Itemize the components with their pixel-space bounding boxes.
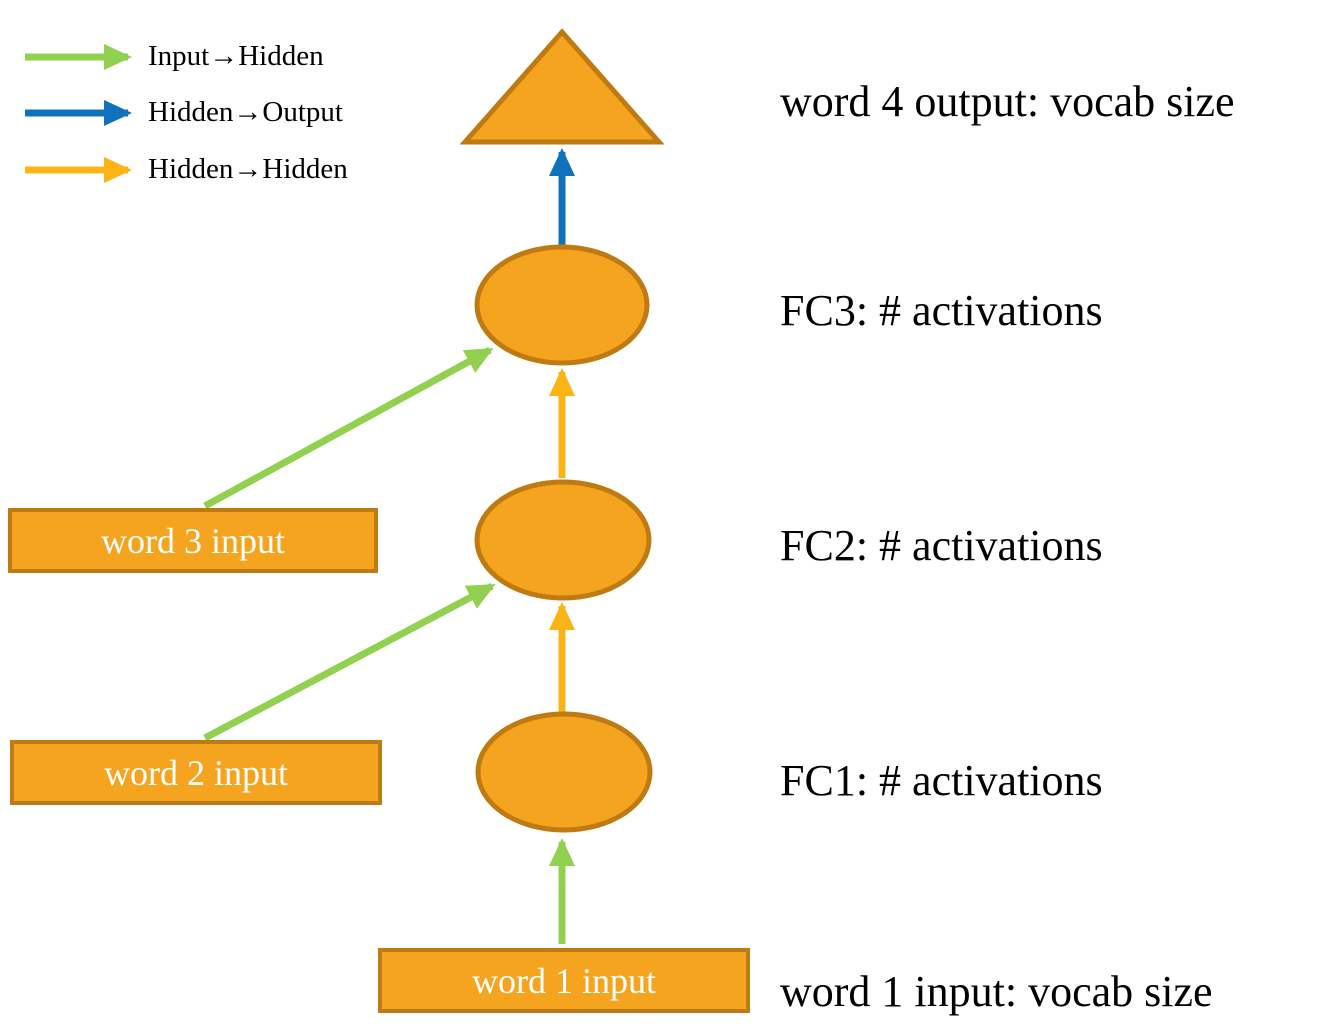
legend-label-hidden-output: Hidden→Output [148, 96, 343, 128]
word1-input-label: word 1 input [472, 960, 656, 1001]
word2-to-fc2-arrow [203, 582, 496, 742]
word1-input-box: word 1 input [378, 948, 750, 1013]
fc2-node [474, 479, 652, 601]
word1-caption-label: word 1 input: vocab size [780, 967, 1213, 1016]
output-layer-label: word 4 output: vocab size [780, 77, 1235, 126]
word3-input-box: word 3 input [8, 508, 378, 573]
fc2-layer-label: FC2: # activations [780, 521, 1103, 570]
output-triangle-node [459, 28, 665, 145]
word2-input-label: word 2 input [104, 752, 288, 793]
word2-input-box: word 2 input [10, 740, 382, 805]
fc1-layer-label: FC1: # activations [780, 756, 1103, 805]
word3-input-label: word 3 input [101, 520, 285, 561]
word3-to-fc3-arrow [203, 346, 494, 510]
fc3-layer-label: FC3: # activations [780, 286, 1103, 335]
legend-label-hidden-hidden: Hidden→Hidden [148, 153, 348, 185]
fc3-node [474, 244, 650, 366]
fc1-node [475, 711, 653, 833]
legend-label-input-hidden: Input→Hidden [148, 40, 324, 72]
